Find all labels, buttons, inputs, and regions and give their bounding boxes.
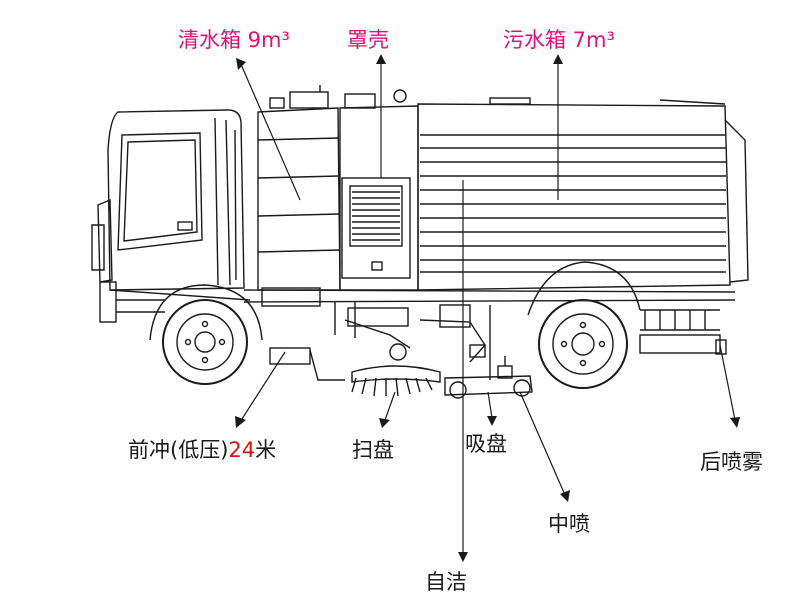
front-spray-value: 24 [228, 438, 256, 462]
front-spray-suffix: 米 [255, 438, 277, 462]
front-wheel [149, 284, 263, 385]
clean-water-tank [257, 85, 341, 291]
suction-disc-label: 吸盘 [465, 432, 507, 456]
chassis [243, 287, 736, 381]
self-clean-label: 自洁 [425, 570, 467, 594]
front-spray-label: 前冲(低压)24米 [128, 438, 276, 462]
waste-water-tank [417, 97, 749, 291]
cab [91, 109, 251, 323]
waste-tank-label: 污水箱 7m³ [503, 28, 615, 52]
hood-housing [339, 89, 419, 291]
sweep-mechanism [334, 302, 533, 399]
rear-spray-label: 后喷雾 [700, 450, 763, 474]
rear-wheel [527, 261, 641, 389]
clean-tank-label: 清水箱 9m³ [178, 28, 290, 52]
hood-label: 罩壳 [347, 28, 389, 52]
leader-lines [235, 54, 740, 562]
sweep-disc-label: 扫盘 [352, 438, 394, 462]
front-spray-prefix: 前冲(低压) [128, 438, 229, 462]
middle-spray-label: 中喷 [548, 512, 590, 536]
